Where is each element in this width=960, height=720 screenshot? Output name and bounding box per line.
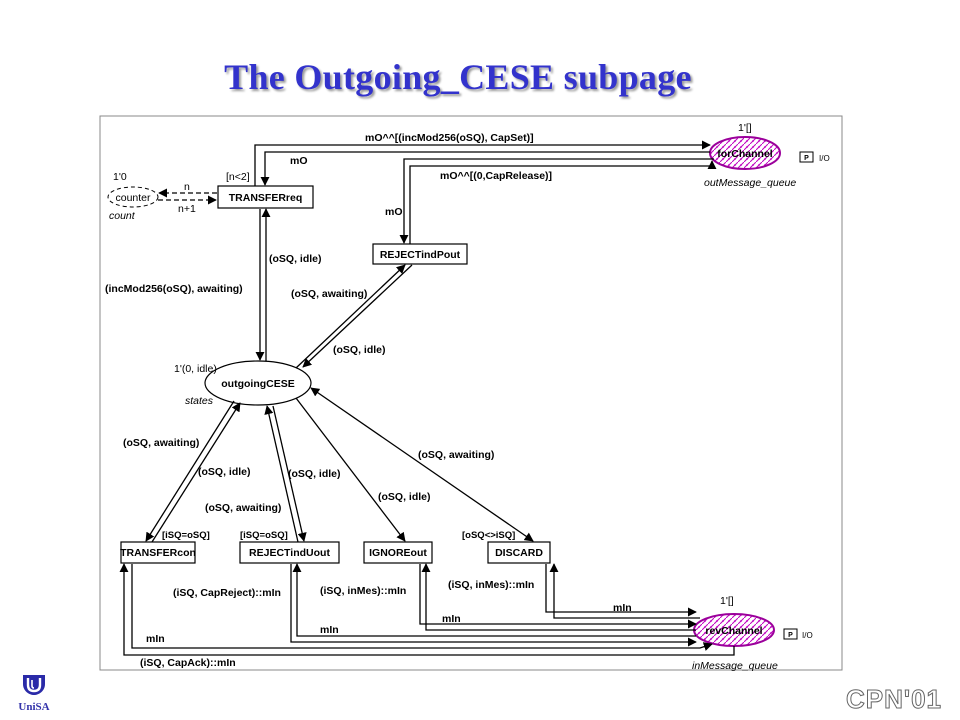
place-for-channel-name: forChannel (717, 148, 773, 160)
inscription-uout-to-rev: mIn (320, 624, 339, 636)
place-rev-channel[interactable]: revChannel 1'[] inMessage_queue P I/O (692, 595, 813, 672)
inscription-rev-to-con: (iSQ, CapAck)::mIn (140, 657, 236, 669)
inscription-rev-to-ignore: (iSQ, inMes)::mIn (320, 585, 406, 597)
inscription-ignore-to-rev: mIn (442, 613, 461, 625)
place-outgoing-cese-type: states (185, 395, 214, 407)
arc-ignore-to-rev[interactable] (419, 564, 697, 629)
place-counter-initial: 1'0 (113, 171, 127, 183)
arc-con-to-rev[interactable] (131, 564, 713, 651)
place-outgoing-cese[interactable]: outgoingCESE 1'(0, idle) states (174, 360, 312, 407)
arc-pout-to-states[interactable] (302, 264, 413, 368)
rev-channel-port-tag: P (788, 632, 793, 639)
transition-transfer-con-name: TRANSFERcon (120, 547, 196, 559)
place-for-channel-type: outMessage_queue (704, 177, 796, 189)
inscription-for-channel-to-req: mO (290, 155, 308, 167)
inscription-states-to-con: (oSQ, awaiting) (123, 437, 199, 449)
arc-for-channel-to-pout[interactable] (399, 158, 714, 244)
inscription-pout-to-for-channel: mO^^[(0,CapRelease)] (440, 170, 552, 182)
transition-reject-ind-uout[interactable]: REJECTindUout [iSQ=oSQ] (239, 530, 340, 564)
cpn-01-mark-text: CPN'01 (846, 684, 942, 715)
place-rev-channel-initial: 1'[] (720, 595, 734, 607)
unisa-logo-text: UniSA (18, 701, 50, 713)
for-channel-port-box (799, 151, 814, 163)
arc-states-to-pout[interactable] (295, 264, 406, 369)
rev-channel-port-box (783, 628, 798, 640)
inscription-req-to-for-channel: mO^^[(incMod256(oSQ), CapSet)] (365, 132, 534, 144)
page-title: The Outgoing_CESE subpage (224, 57, 692, 97)
arc-for-channel-to-req[interactable] (260, 151, 710, 186)
transition-reject-ind-uout-name: REJECTindUout (249, 547, 330, 559)
for-channel-port-tag: P (804, 155, 809, 162)
inscription-rev-to-discard: (iSQ, inMes)::mIn (448, 579, 534, 591)
transition-reject-ind-uout-guard: [iSQ=oSQ] (240, 530, 288, 541)
transition-ignore-out[interactable]: IGNOREout (363, 541, 433, 564)
diagram-frame (99, 115, 843, 671)
arc-states-to-con[interactable] (145, 400, 235, 542)
inscription-con-to-states: (oSQ, idle) (198, 466, 251, 478)
place-rev-channel-name: revChannel (705, 625, 762, 637)
arc-rev-to-ignore[interactable] (421, 563, 696, 631)
arc-uout-to-rev[interactable] (290, 564, 697, 647)
arc-discard-to-rev[interactable] (545, 564, 697, 617)
arc-con-to-states[interactable] (151, 402, 241, 543)
rev-channel-port-kind: I/O (802, 631, 813, 640)
inscription-pout-to-states: (oSQ, idle) (333, 344, 386, 356)
arc-states-to-discard[interactable] (310, 387, 534, 542)
arc-rev-to-uout[interactable] (292, 563, 696, 637)
place-for-channel[interactable]: forChannel 1'[] outMessage_queue P I/O (704, 122, 830, 189)
inscription-counter-to-req: n (184, 181, 190, 193)
place-for-channel-initial: 1'[] (738, 122, 752, 134)
arc-req-to-for-channel[interactable] (254, 140, 711, 186)
inscription-con-to-rev: mIn (146, 633, 165, 645)
arc-rev-to-discard[interactable] (549, 563, 700, 619)
inscription-req-to-counter: n+1 (178, 203, 196, 215)
inscription-discard-to-rev: mIn (613, 602, 632, 614)
transition-reject-ind-pout-name: REJECTindPout (380, 249, 461, 261)
arc-states-to-uout[interactable] (272, 405, 307, 542)
transition-discard-guard: [oSQ<>iSQ] (462, 530, 515, 541)
inscription-for-channel-to-pout: mO (385, 206, 403, 218)
arc-pout-to-for-channel[interactable] (409, 160, 717, 244)
transition-discard-name: DISCARD (495, 547, 543, 559)
transition-discard[interactable]: DISCARD [oSQ<>iSQ] (462, 530, 551, 564)
transition-transfer-con[interactable]: TRANSFERcon [iSQ=oSQ] (120, 530, 210, 564)
place-rev-channel-type: inMessage_queue (692, 660, 778, 672)
unisa-logo: UniSA (14, 674, 54, 713)
transition-reject-ind-pout[interactable]: REJECTindPout (372, 243, 468, 265)
transition-transfer-req[interactable]: TRANSFERreq [n<2] (217, 171, 314, 209)
arc-rev-to-con[interactable] (119, 563, 735, 656)
cpn-01-mark: CPN'01 (846, 684, 942, 715)
inscription-states-to-pout: (oSQ, awaiting) (291, 288, 367, 300)
for-channel-port-kind: I/O (819, 154, 830, 163)
arc-uout-to-states[interactable] (264, 405, 299, 543)
transition-ignore-out-name: IGNOREout (369, 547, 427, 559)
inscription-req-to-states: (incMod256(oSQ), awaiting) (105, 283, 243, 295)
transition-transfer-req-guard: [n<2] (226, 171, 250, 183)
transition-transfer-con-guard: [iSQ=oSQ] (162, 530, 210, 541)
inscription-states-to-uout: (oSQ, awaiting) (205, 502, 281, 514)
place-counter-type: count (109, 210, 136, 222)
unisa-shield-icon (23, 675, 45, 695)
transition-transfer-req-name: TRANSFERreq (229, 192, 303, 204)
inscription-rev-to-uout: (iSQ, CapReject)::mIn (173, 587, 281, 599)
place-outgoing-cese-name: outgoingCESE (221, 378, 295, 390)
place-outgoing-cese-initial: 1'(0, idle) (174, 363, 217, 375)
place-counter-name: counter (115, 192, 151, 204)
inscription-states-to-req: (oSQ, idle) (269, 253, 322, 265)
inscription-states-to-ignore: (oSQ, idle) (378, 491, 431, 503)
place-counter[interactable]: counter 1'0 count (107, 171, 159, 222)
inscription-uout-to-states: (oSQ, idle) (288, 468, 341, 480)
inscription-states-to-discard: (oSQ, awaiting) (418, 449, 494, 461)
